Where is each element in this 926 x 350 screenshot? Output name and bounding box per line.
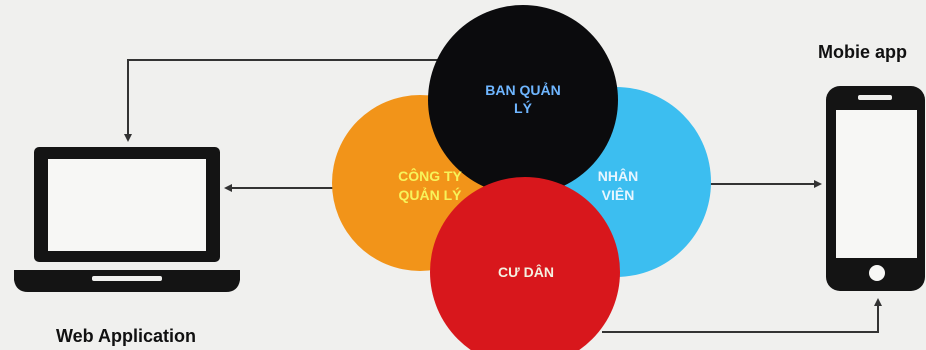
label-cong-ty-line1: CÔNG TY bbox=[398, 167, 462, 184]
label-cu-dan: CƯ DÂN bbox=[498, 263, 554, 280]
label-ban-quan-ly-line1: BAN QUẢN bbox=[485, 82, 560, 98]
circle-cu-dan bbox=[430, 177, 620, 350]
circle-ban-quan-ly bbox=[428, 5, 618, 195]
connector-cu-dan-to-mobile bbox=[602, 298, 882, 333]
mobile-app-label: Mobie app bbox=[818, 42, 907, 62]
web-application-label: Web Application bbox=[56, 326, 197, 346]
label-nhan-vien-line2: VIÊN bbox=[602, 186, 635, 203]
label-cong-ty-line2: QUẢN LÝ bbox=[399, 186, 463, 203]
label-ban-quan-ly-line2: LÝ bbox=[514, 99, 533, 116]
label-nhan-vien-line1: NHÂN bbox=[598, 167, 638, 184]
smartphone-icon bbox=[826, 86, 925, 291]
laptop-icon bbox=[14, 147, 240, 292]
connector-ban-quan-ly-to-web bbox=[124, 59, 455, 142]
